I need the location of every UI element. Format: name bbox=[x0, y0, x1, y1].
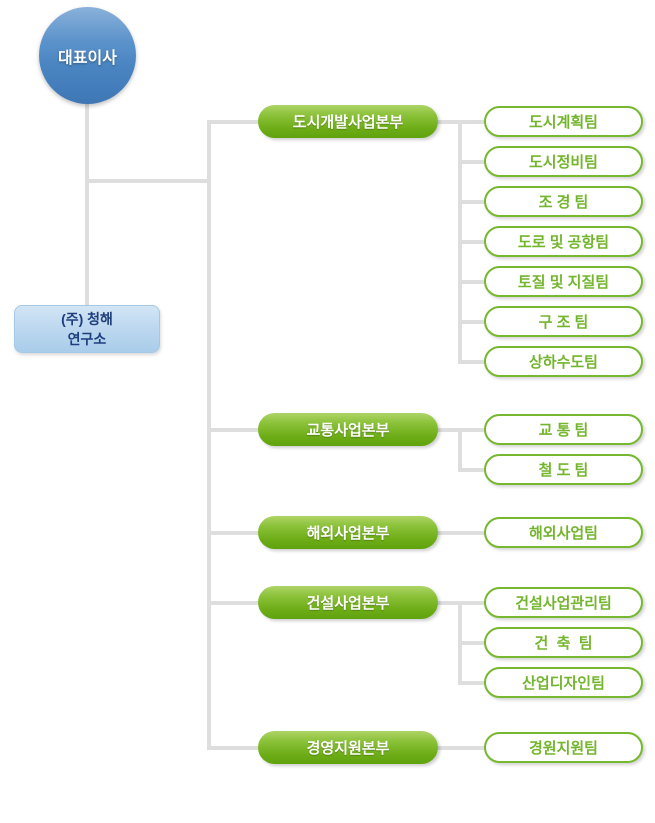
connector-division-branch bbox=[207, 601, 258, 605]
division-label: 도시개발사업본부 bbox=[292, 114, 404, 131]
connector-division-branch bbox=[207, 746, 258, 750]
connector-division-branch bbox=[207, 428, 258, 432]
team-pill-urban-renewal: 도시정비팀 bbox=[484, 146, 643, 177]
team-pill-structure: 구 조 팀 bbox=[484, 306, 643, 337]
division-pill-overseas: 해외사업본부 bbox=[258, 516, 438, 549]
connector-team-branch bbox=[458, 160, 486, 164]
connector-team-branch bbox=[458, 280, 486, 284]
connector-division-branch bbox=[207, 531, 258, 535]
connector-team-branch bbox=[458, 468, 486, 472]
company-label-line2: 연구소 bbox=[67, 331, 107, 347]
team-pill-architecture: 건 축 팀 bbox=[484, 627, 643, 658]
division-pill-transportation: 교통사업본부 bbox=[258, 413, 438, 446]
team-label: 상하수도팀 bbox=[528, 354, 598, 371]
connector-team-branch bbox=[458, 641, 486, 645]
team-pill-traffic: 교 통 팀 bbox=[484, 414, 643, 445]
team-label: 도로 및 공항팀 bbox=[517, 234, 610, 251]
company-label-line1: (주) 청해 bbox=[61, 310, 113, 327]
connector-main-trunk bbox=[207, 120, 211, 750]
team-label: 조 경 팀 bbox=[538, 194, 589, 211]
division-pill-construction: 건설사업본부 bbox=[258, 586, 438, 619]
connector-group-vertical bbox=[458, 428, 462, 472]
team-label: 도시계획팀 bbox=[528, 114, 598, 131]
team-label: 토질 및 지질팀 bbox=[517, 274, 610, 291]
connector-group-horizontal bbox=[437, 120, 462, 124]
team-label: 철 도 팀 bbox=[538, 462, 589, 479]
team-label: 건설사업관리팀 bbox=[515, 595, 612, 612]
connector-division-branch bbox=[207, 120, 258, 124]
division-pill-urban-development: 도시개발사업본부 bbox=[258, 105, 438, 138]
team-pill-urban-planning: 도시계획팀 bbox=[484, 106, 643, 137]
team-label: 교 통 팀 bbox=[538, 422, 589, 439]
team-pill-landscape: 조 경 팀 bbox=[484, 186, 643, 217]
team-label: 건 축 팀 bbox=[534, 635, 593, 652]
ceo-label: 대표이사 bbox=[58, 49, 117, 67]
connector-team-branch bbox=[458, 320, 486, 324]
team-pill-construction-management: 건설사업관리팀 bbox=[484, 587, 643, 618]
connector-team-branch bbox=[458, 200, 486, 204]
connector-team-branch bbox=[458, 681, 486, 685]
team-label: 경원지원팀 bbox=[528, 740, 598, 757]
division-label: 교통사업본부 bbox=[306, 422, 390, 439]
connector-team-branch bbox=[458, 601, 486, 605]
connector-group-horizontal bbox=[437, 746, 486, 750]
connector-team-branch bbox=[458, 428, 486, 432]
team-label: 도시정비팀 bbox=[528, 154, 598, 171]
team-pill-soil-geology: 토질 및 지질팀 bbox=[484, 266, 643, 297]
team-pill-industrial-design: 산업디자인팀 bbox=[484, 667, 643, 698]
division-label: 해외사업본부 bbox=[306, 525, 390, 542]
team-label: 구 조 팀 bbox=[538, 314, 589, 331]
team-pill-management-support: 경원지원팀 bbox=[484, 732, 643, 763]
connector-group-horizontal bbox=[437, 428, 462, 432]
connector-ceo-vertical bbox=[85, 100, 89, 306]
team-pill-road-airport: 도로 및 공항팀 bbox=[484, 226, 643, 257]
team-label: 해외사업팀 bbox=[528, 525, 598, 542]
connector-team-branch bbox=[458, 360, 486, 364]
team-pill-railway: 철 도 팀 bbox=[484, 454, 643, 485]
ceo-node: 대표이사 bbox=[39, 7, 136, 104]
connector-group-horizontal bbox=[437, 531, 486, 535]
division-label: 건설사업본부 bbox=[306, 595, 390, 612]
division-pill-management-support: 경영지원본부 bbox=[258, 731, 438, 764]
connector-team-branch bbox=[458, 240, 486, 244]
connector-group-horizontal bbox=[437, 601, 462, 605]
team-pill-overseas-business: 해외사업팀 bbox=[484, 517, 643, 548]
team-pill-water-sewage: 상하수도팀 bbox=[484, 346, 643, 377]
connector-root-horizontal bbox=[85, 179, 211, 183]
connector-team-branch bbox=[458, 120, 486, 124]
team-label: 산업디자인팀 bbox=[522, 675, 605, 692]
company-node: (주) 청해 연구소 bbox=[14, 305, 160, 353]
division-label: 경영지원본부 bbox=[306, 740, 390, 757]
